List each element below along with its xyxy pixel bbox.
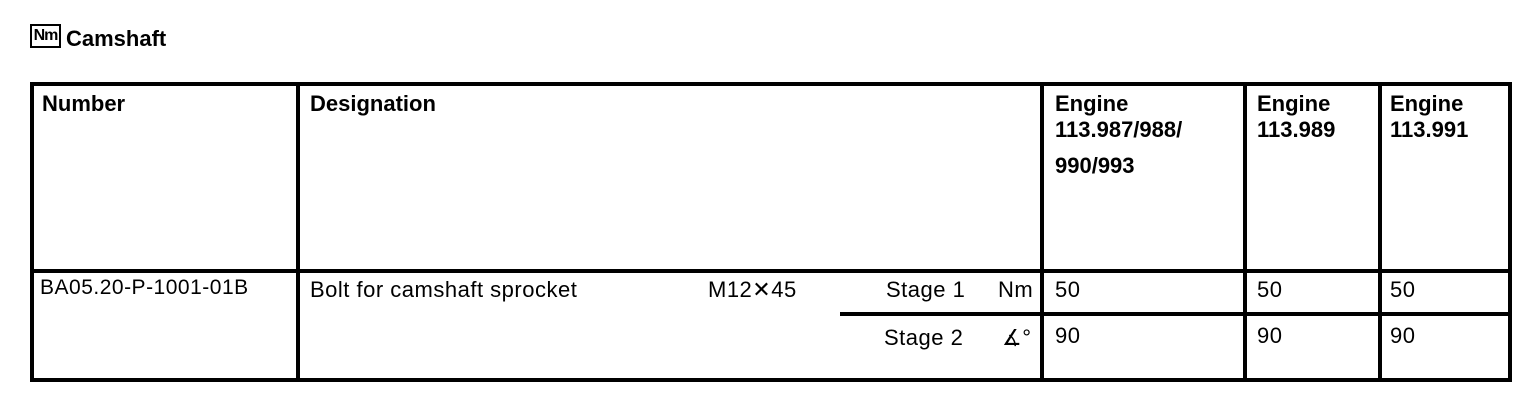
bolt-size-cell: M12✕45: [708, 277, 797, 302]
page-title: Camshaft: [66, 26, 167, 51]
column-header-designation: Designation: [310, 91, 436, 116]
nm-torque-icon: Nm: [30, 24, 61, 48]
stage-1-value-engine-113-989: 50: [1257, 277, 1283, 302]
header-row-divider: [34, 269, 1508, 273]
column-divider-designation-engine1: [1040, 86, 1044, 378]
column-divider-engine1-engine2: [1243, 86, 1247, 378]
stage-1-unit: Nm: [998, 277, 1034, 302]
engine-header-line: Engine: [1257, 91, 1331, 116]
stage-2-value-engine-113-991: 90: [1390, 323, 1416, 348]
column-header-number: Number: [42, 91, 126, 116]
part-number-cell: BA05.20-P-1001-01B: [40, 276, 249, 299]
engine-header-line: 990/993: [1055, 153, 1135, 178]
engine-header-line: 113.991: [1390, 117, 1469, 142]
engine-header-line: Engine: [1390, 91, 1464, 116]
column-header-engine-113-991: Engine 113.991: [1390, 91, 1468, 143]
engine-header-line: 113.987/988/: [1055, 117, 1183, 142]
stage-row-divider: [840, 312, 1508, 316]
designation-cell: Bolt for camshaft sprocket: [310, 277, 578, 302]
stage-1-value-engine-113-987: 50: [1055, 277, 1081, 302]
column-header-engine-113-987: Engine 113.987/988/ 990/993: [1055, 91, 1182, 179]
stage-1-value-engine-113-991: 50: [1390, 277, 1416, 302]
engine-header-line: Engine: [1055, 91, 1129, 116]
column-divider-engine2-engine3: [1378, 86, 1382, 378]
stage-1-label: Stage 1: [886, 277, 966, 302]
stage-2-unit-angle-icon: ∡°: [1002, 325, 1032, 350]
column-divider-number-designation: [296, 86, 300, 378]
stage-2-value-engine-113-987: 90: [1055, 323, 1081, 348]
stage-2-label: Stage 2: [884, 325, 964, 350]
column-header-engine-113-989: Engine 113.989: [1257, 91, 1335, 143]
engine-header-line: 113.989: [1257, 117, 1336, 142]
torque-spec-table: Number Designation Engine 113.987/988/ 9…: [30, 82, 1512, 382]
stage-2-value-engine-113-989: 90: [1257, 323, 1283, 348]
